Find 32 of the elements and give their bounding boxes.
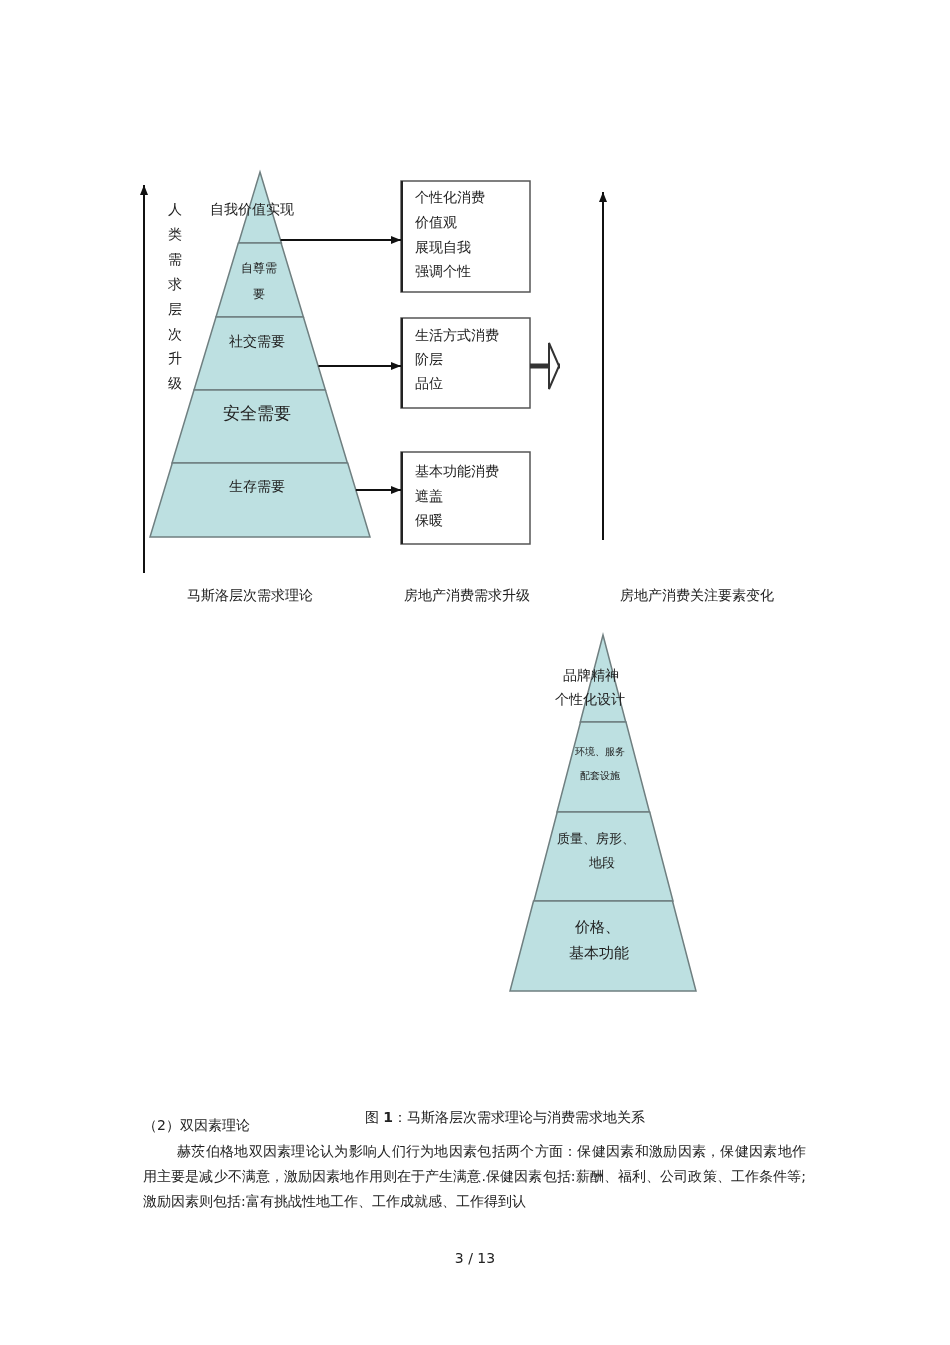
box-text: 基本功能消费 <box>415 462 499 480</box>
layer-label: 个性化设计 <box>555 690 625 708</box>
block-arrow <box>530 342 560 390</box>
box-text: 价值观 <box>415 213 457 231</box>
layer-label: 品牌精神 <box>563 666 619 684</box>
box-text: 保暖 <box>415 511 443 529</box>
box-text: 个性化消费 <box>415 188 485 206</box>
page-number: 3 / 13 <box>454 1250 496 1266</box>
figure-caption: 图 1：马斯洛层次需求理论与消费需求地关系 <box>364 1109 646 1127</box>
box-text: 阶层 <box>415 350 443 368</box>
diagram-caption: 房地产消费关注要素变化 <box>620 587 774 605</box>
box-text: 强调个性 <box>415 262 471 280</box>
layer-label: 价格、 <box>574 918 620 936</box>
layer-label: 安全需要 <box>223 402 291 424</box>
diagram-caption: 马斯洛层次需求理论 <box>187 587 313 605</box>
diagram-caption: 房地产消费需求升级 <box>404 587 530 605</box>
paragraph: 赫茨伯格地双因素理论认为影响人们行为地因素包括两个方面：保健因素和激励因素，保健因素地作用主要是减少不满意，激励因素地作用则在于产生满意.保健因素包括:薪酬、福利、公司政策、工作条件等;激励因素则包括:富有挑战性地工作、工作成就感、工作得到认 <box>143 1142 806 1211</box>
layer-label: 环境、服务 <box>575 746 625 758</box>
layer-label: 配套设施 <box>580 770 620 782</box>
box-text: 遮盖 <box>415 487 443 505</box>
arrow <box>317 362 402 370</box>
section-heading: （2）双因素理论 <box>143 1117 250 1135</box>
layer-label: 质量、房形、 <box>557 831 635 847</box>
layer-label: 社交需要 <box>229 332 285 350</box>
layer-label: 自尊需要 <box>240 260 278 303</box>
box-text: 品位 <box>415 374 443 392</box>
layer-label: 地段 <box>589 855 615 871</box>
box-text: 生活方式消费 <box>415 326 499 344</box>
box-text: 展现自我 <box>415 238 471 256</box>
layer-label: 生存需要 <box>229 477 285 495</box>
axis-label: 人类需求层次升级 <box>168 200 183 394</box>
layer-label: 基本功能 <box>569 944 629 962</box>
